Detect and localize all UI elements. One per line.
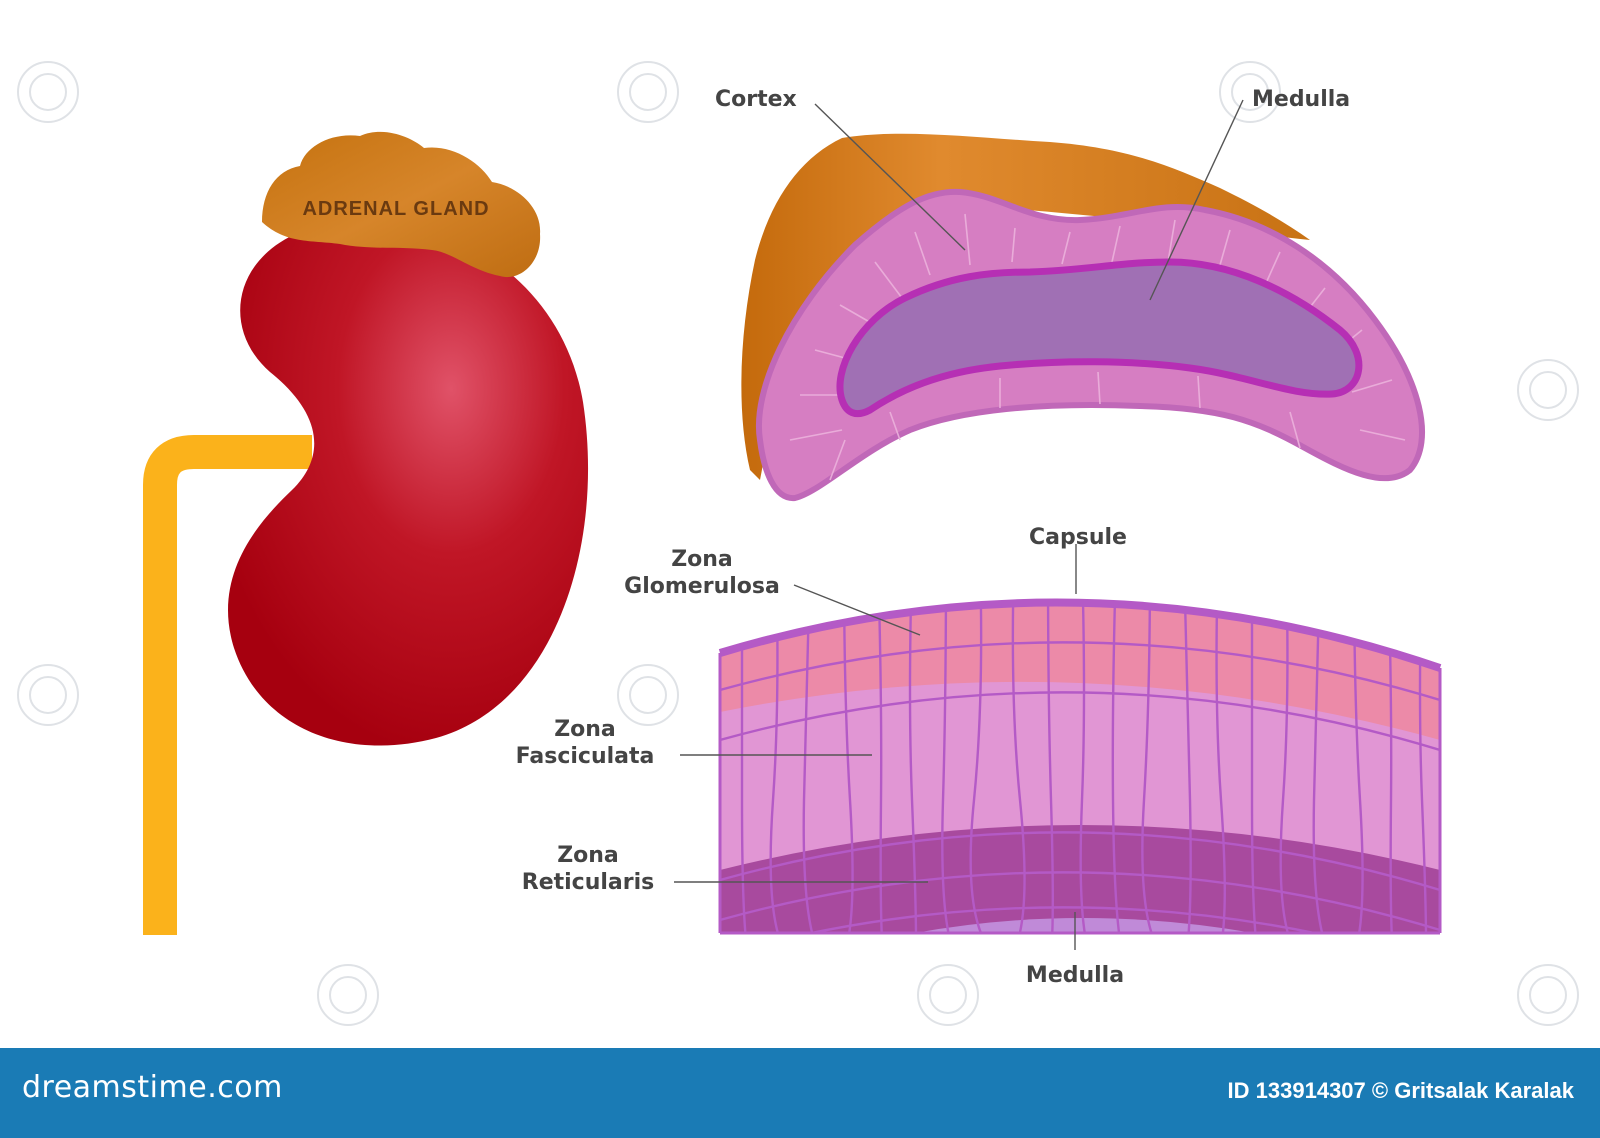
cell-column-line	[969, 602, 986, 933]
cell-row-line	[720, 641, 1440, 702]
cell-column-line	[1215, 602, 1226, 933]
cell-column-line	[1141, 602, 1156, 933]
cell-row-line	[720, 906, 1440, 933]
cell-row-line	[720, 871, 1440, 932]
medulla-label: Medulla	[1252, 87, 1350, 112]
cell-column-line	[1011, 602, 1026, 933]
cell-column-line	[1079, 602, 1088, 933]
cell-column-line	[1279, 602, 1292, 933]
medulla-region	[836, 258, 1363, 418]
fasciculata-label-line2: Fasciculata	[516, 744, 655, 769]
cell-column-line	[941, 602, 952, 933]
footer-credit: ID 133914307 © Gritsalak Karalak	[1227, 1078, 1574, 1103]
cortex-label: Cortex	[715, 87, 797, 112]
cortex-leader	[814, 103, 966, 251]
cell-column-line	[908, 602, 918, 933]
cell-column-line	[842, 602, 854, 933]
cell-row-line	[720, 691, 1440, 752]
cell-column-line	[876, 602, 884, 933]
medulla-leader	[1149, 99, 1244, 301]
footer-brand[interactable]: dreamstime.com	[22, 1070, 283, 1105]
capsule-edge	[718, 598, 1442, 672]
reticularis-label-line1: Zona	[557, 843, 619, 868]
adrenal-zones-section: Capsule Zona Glomerulosa Zona Fasciculat…	[516, 525, 1442, 988]
kidney-illustration: ADRENAL GLAND	[143, 131, 589, 935]
cell-column-line	[1111, 602, 1122, 933]
adrenal-gland-label: ADRENAL GLAND	[302, 198, 489, 220]
footer-bar: dreamstime.com ID 133914307 © Gritsalak …	[0, 1048, 1600, 1138]
reticularis-label-line2: Reticularis	[522, 870, 655, 895]
zone-frame	[718, 653, 1442, 935]
kidney	[228, 221, 589, 746]
cell-row-line	[720, 831, 1440, 892]
adrenal-gland	[262, 131, 541, 278]
glomerulosa-zone	[720, 602, 1440, 740]
glomerulosa-leader	[793, 584, 921, 636]
watermark-pattern	[17, 61, 1579, 1026]
glomerulosa-label-line2: Glomerulosa	[624, 574, 780, 599]
zone-medulla-label: Medulla	[1026, 963, 1124, 988]
cell-column-line	[1250, 602, 1258, 933]
ureter	[143, 435, 312, 935]
cell-column-line	[1182, 602, 1192, 933]
glomerulosa-label-line1: Zona	[671, 547, 733, 572]
cell-column-line	[1046, 602, 1054, 933]
capsule-label: Capsule	[1029, 525, 1127, 550]
adrenal-cross-section: Cortex Medulla	[715, 87, 1425, 502]
fasciculata-label-line1: Zona	[554, 717, 616, 742]
